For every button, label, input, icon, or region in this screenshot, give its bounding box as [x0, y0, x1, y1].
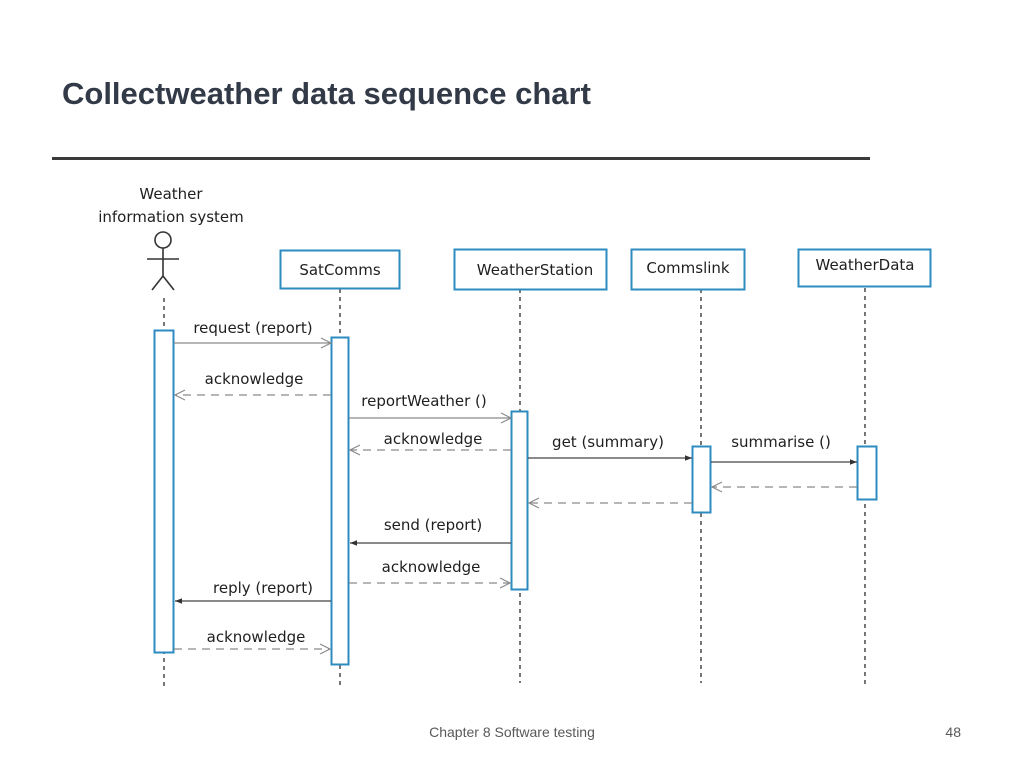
activation-weatherstation — [510, 410, 529, 591]
message-acknowledge-4: acknowledge — [174, 628, 330, 649]
message-acknowledge-2: acknowledge — [350, 430, 511, 450]
activation-satcomms — [330, 336, 350, 666]
object-label: Commslink — [646, 259, 730, 277]
message-summarise: summarise () — [711, 433, 857, 465]
message-label: acknowledge — [205, 370, 304, 388]
message-label: acknowledge — [207, 628, 306, 646]
message-label: reply (report) — [213, 579, 313, 597]
object-weatherdata: WeatherData — [797, 248, 932, 288]
activation-bars — [153, 329, 878, 666]
message-request-report: request (report) — [174, 319, 331, 343]
message-label: reportWeather () — [361, 392, 486, 410]
page-number: 48 — [945, 724, 961, 740]
message-label: acknowledge — [382, 558, 481, 576]
object-commslink: Commslink — [630, 248, 746, 291]
message-label: summarise () — [731, 433, 831, 451]
message-send-report: send (report) — [350, 516, 511, 546]
footer-chapter: Chapter 8 Software testing — [429, 724, 595, 740]
message-acknowledge-1: acknowledge — [175, 370, 331, 395]
actor-weather-information-system: Weather information system — [98, 185, 244, 291]
stick-figure-icon — [147, 231, 179, 291]
message-get-summary: get (summary) — [528, 433, 692, 461]
actor-label-line1: Weather — [139, 185, 203, 203]
activation-weatherdata — [856, 445, 878, 501]
activation-commslink — [691, 445, 712, 514]
message-label: get (summary) — [552, 433, 664, 451]
activation-actor — [153, 329, 175, 654]
title-underline — [52, 157, 870, 160]
actor-label-line2: information system — [98, 208, 244, 226]
slide-title: Collectweather data sequence chart — [62, 76, 591, 111]
object-satcomms: SatComms — [279, 249, 401, 290]
message-label: send (report) — [384, 516, 482, 534]
object-weatherstation: WeatherStation — [453, 248, 608, 291]
message-report-weather: reportWeather () — [349, 392, 511, 418]
object-label: SatComms — [299, 261, 380, 279]
object-label: WeatherStation — [477, 261, 593, 279]
message-acknowledge-3: acknowledge — [349, 558, 510, 583]
message-label: request (report) — [193, 319, 312, 337]
message-reply-report: reply (report) — [175, 579, 331, 604]
object-label: WeatherData — [816, 256, 915, 274]
message-label: acknowledge — [384, 430, 483, 448]
